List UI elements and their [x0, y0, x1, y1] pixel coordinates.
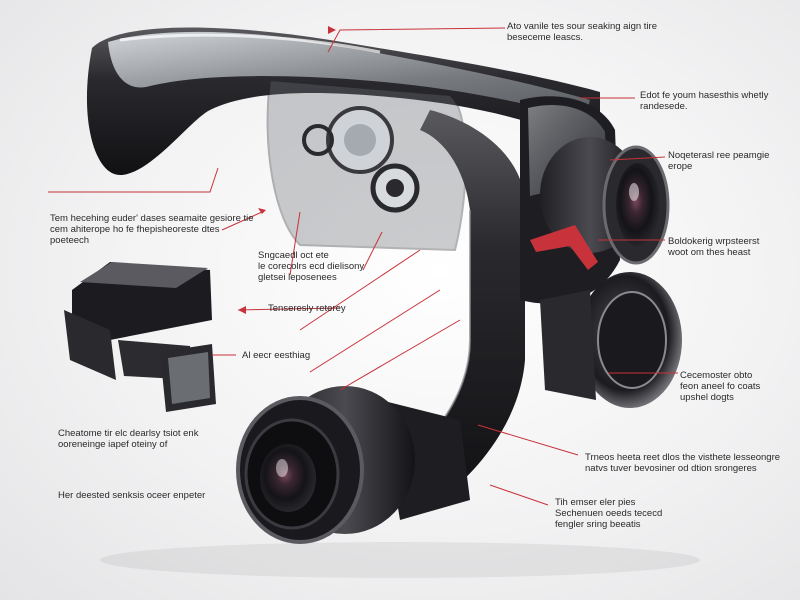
arrowhead-1 [328, 26, 336, 34]
callout-1-line-1: Ato vanile tes sour seaking aign tire [507, 21, 657, 32]
callout-5-line-3: upshel dogts [680, 392, 734, 403]
callout-11-line-1: Al eecr eesthiag [242, 350, 311, 361]
callout-5-line-2: feon aneel fo coats [680, 381, 761, 392]
rear-lens-glass [616, 163, 660, 247]
callout-7: Tih emser eler pies Sechenuen oeeds tece… [555, 497, 662, 530]
callout-3-line-2: erope [668, 161, 693, 172]
disc-inner [597, 291, 667, 389]
ground-shadow [100, 542, 700, 578]
arrowhead-3 [258, 208, 266, 214]
internal-lens-large-core [344, 124, 376, 156]
callout-6-line-2: natvs tuver bevosiner od dtion srongeres [585, 463, 757, 474]
callout-7-line-1: Tih emser eler pies [555, 497, 636, 508]
callout-12: Cheatome tir elc dearlsy tsiot enk ooren… [58, 428, 198, 450]
leader-line-10 [237, 307, 341, 311]
leader-line-3 [609, 156, 666, 161]
callout-4-line-1: Boldokerig wrpsteerst [668, 236, 760, 247]
leader-line-8 [48, 167, 219, 193]
callout-4: Boldokerig wrpsteerst woot om thes heast [668, 236, 759, 258]
top-housing-glass [108, 31, 590, 121]
callout-6: Trneos heeta reet dlos the visthete less… [585, 452, 780, 474]
leader-line-6 [477, 424, 579, 456]
callout-9-line-1: Sngcaedl oct ete [258, 250, 329, 261]
disc-holder [540, 290, 596, 400]
lens-front-glint [276, 459, 288, 477]
callout-12-line-1: Cheatome tir elc dearlsy tsiot enk [58, 428, 199, 439]
callout-2-line-2: randesede. [640, 101, 688, 112]
main-lens-assembly [236, 386, 470, 544]
callout-5: Cecemoster obto feon aneel fo coats upsh… [680, 370, 760, 403]
callout-2: Edot fe youm hasesthis whetly randesede. [640, 90, 768, 112]
callout-7-line-3: fengler sring beeatis [555, 519, 641, 530]
callout-8-line-3: poeteech [50, 235, 90, 246]
leader-line-16 [362, 231, 383, 271]
callout-3-line-1: Noqeterasl ree peamgie [668, 150, 770, 161]
callout-3: Noqeterasl ree peamgie erope [668, 150, 769, 172]
callout-11: Al eecr eesthiag [242, 350, 310, 361]
callout-13: Her deested senksis oceer enpeter [58, 490, 205, 501]
callout-10: Tenseresly reterey [268, 303, 346, 314]
leader-arrows [238, 26, 336, 314]
side-module [64, 262, 216, 412]
callout-9-line-2: le corecolrs ecd dielisony [258, 261, 365, 272]
callout-1-line-2: beseceme leascs. [507, 32, 584, 43]
leader-line-12 [299, 249, 421, 331]
internal-components [302, 106, 420, 213]
leader-line-7 [489, 484, 549, 506]
disc-module [540, 272, 682, 408]
callout-9-line-3: gletsei leposenees [258, 272, 337, 283]
vertical-arm [400, 110, 525, 500]
leader-line-9 [221, 211, 263, 231]
callout-2-line-1: Edot fe youm hasesthis whetly [640, 90, 769, 101]
callout-5-line-1: Cecemoster obto [680, 370, 753, 381]
callout-12-line-2: ooreneinge iapef oteiny of [58, 439, 168, 450]
leader-lines [48, 27, 678, 506]
housing-highlight [119, 33, 381, 54]
arrowhead-2 [238, 306, 246, 314]
lens-front-glass [260, 444, 316, 512]
side-module-top [80, 262, 208, 288]
internal-ring [302, 124, 334, 156]
callout-8: Tem hecehing euder' dases seamaite gesio… [50, 213, 254, 246]
callout-6-line-1: Trneos heeta reet dlos the visthete less… [585, 452, 781, 463]
callout-13-line-1: Her deested senksis oceer enpeter [58, 490, 206, 501]
red-bracket [530, 225, 598, 270]
side-module-bracket [64, 310, 116, 380]
rear-lens-assembly [540, 137, 670, 265]
callout-8-line-1: Tem hecehing euder' dases seamaite gesio… [50, 213, 254, 224]
leader-line-15 [289, 211, 301, 276]
leader-line-14 [339, 319, 461, 391]
internal-lens-small-core [386, 179, 404, 197]
callout-7-line-2: Sechenuen oeeds tececd [555, 508, 663, 519]
side-module-card-face [168, 352, 210, 404]
callout-8-line-2: cem ahiterope ho fe fhepisheoreste dtes [50, 224, 220, 235]
callout-10-line-1: Tenseresly reterey [268, 303, 346, 314]
callout-4-line-2: woot om thes heast [668, 247, 751, 258]
rear-lens-glint [629, 183, 639, 201]
callout-1: Ato vanile tes sour seaking aign tire be… [507, 21, 657, 43]
callout-9: Sngcaedl oct ete le corecolrs ecd dielis… [258, 250, 364, 283]
leader-line-1 [327, 27, 506, 53]
leader-line-13 [309, 289, 441, 373]
